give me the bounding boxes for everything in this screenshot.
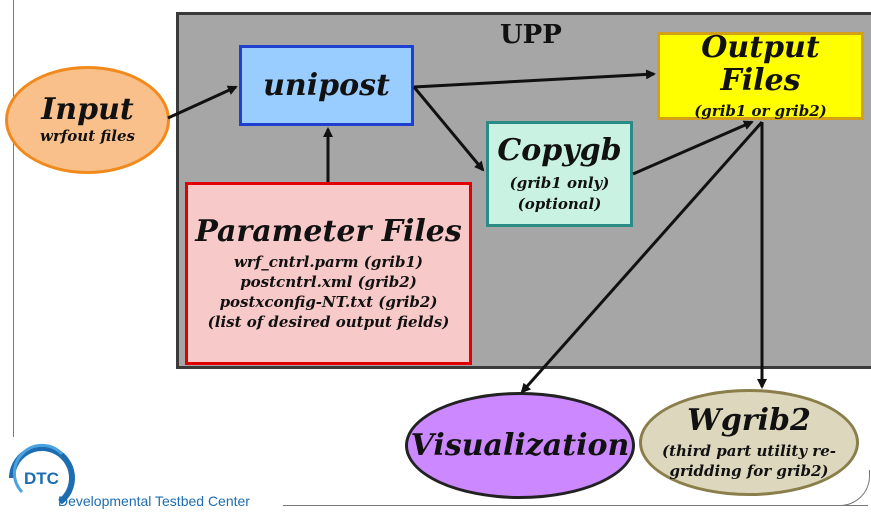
slide-bottom-rule [283,505,868,506]
parameter-node: Parameter Files wrf_cntrl.parm (grib1) p… [185,182,472,365]
copygb-node: Copygb (grib1 only) (optional) [486,121,633,227]
logo-badge: DTC [24,469,59,488]
arrow-input-to-unipost [167,85,238,120]
slide-left-rule [13,0,14,437]
input-node: Input wrfout files [5,66,170,174]
output-title: Output Files [701,29,820,98]
input-title: Input [41,92,134,128]
output-node: Output Files (grib1 or grib2) [657,29,864,120]
arrow-copygb-to-output [632,120,754,176]
arrow-output-to-visualization [520,121,764,394]
unipost-node: unipost [239,45,414,126]
copygb-line2: (optional) [517,194,602,213]
visualization-node: Visualization [405,392,635,499]
wgrib2-line1: (third part utility re- [662,441,836,460]
wgrib2-title: Wgrib2 [687,402,811,438]
unipost-title: unipost [263,68,390,103]
copygb-title: Copygb [497,133,622,169]
parameter-line: (list of desired output fields) [207,313,450,332]
arrow-unipost-to-copygb [412,86,485,172]
logo-text: Developmental Testbed Center [58,493,250,509]
parameter-title: Parameter Files [195,213,462,249]
parameter-line: wrf_cntrl.parm (grib1) [234,252,423,271]
dtc-logo: DTC [2,440,302,516]
parameter-line: postcntrl.xml (grib2) [240,272,417,291]
input-subtitle: wrfout files [40,127,135,146]
copygb-line1: (grib1 only) [509,174,610,193]
parameter-line: postxconfig-NT.txt (grib2) [219,293,438,311]
dtc-swirl-icon: DTC [9,443,75,505]
wgrib2-line2: gridding for grib2) [669,462,829,480]
output-subtitle: (grib1 or grib2) [694,101,827,120]
upp-label: UPP [500,20,562,50]
visualization-title: Visualization [410,428,630,463]
arrow-unipost-to-output [413,69,656,89]
wgrib2-node: Wgrib2 (third part utility re- gridding … [639,389,859,496]
